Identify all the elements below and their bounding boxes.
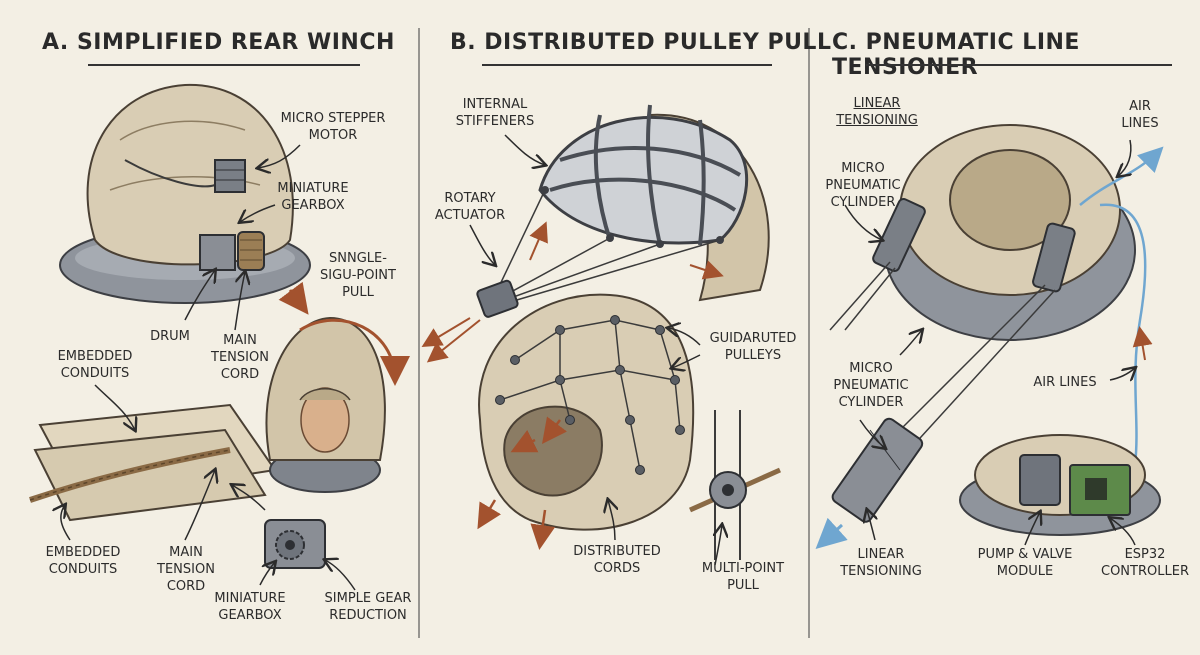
label-linear-tensioning-top: LINEAR TENSIONING — [836, 96, 918, 128]
face-opening-b — [503, 405, 603, 497]
panel-b-title: B. DISTRIBUTED PULLEY PULL — [450, 30, 832, 55]
label-miniature-gearbox-bottom: MINIATURE GEARBOX — [214, 591, 286, 623]
label-embedded-conduits-bottom: EMBEDDED CONDUITS — [45, 545, 121, 577]
label-esp32-controller: ESP32 CONTROLLER — [1101, 547, 1189, 579]
label-single-point-pull: SNNGLE- SIGU-POINT PULL — [320, 251, 396, 300]
drum-a — [237, 231, 265, 271]
label-micro-pneumatic-cylinder-bottom: MICRO PNEUMATIC CYLINDER — [833, 361, 909, 410]
pneumatic-cylinder-top-left — [872, 198, 926, 272]
panel-divider-2 — [808, 28, 810, 638]
panel-a-title: A. SIMPLIFIED REAR WINCH — [42, 30, 395, 55]
panel-b-illustration — [421, 104, 782, 560]
label-distributed-cords: DISTRIBUTED CORDS — [573, 544, 661, 576]
stepper-motor — [214, 159, 246, 193]
pulley-detail — [688, 410, 782, 560]
panel-c-illustration — [815, 124, 1164, 550]
label-linear-tensioning-bottom: LINEAR TENSIONING — [840, 547, 922, 579]
label-micro-stepper-motor: MICRO STEPPER MOTOR — [280, 111, 386, 143]
label-embedded-conduits-top: EMBEDDED CONDUITS — [57, 349, 133, 381]
panel-b-callouts — [469, 134, 722, 566]
label-micro-pneumatic-cylinder-top: MICRO PNEUMATIC CYLINDER — [825, 161, 901, 210]
panel-a-callouts — [61, 144, 356, 591]
label-internal-stiffeners: INTERNAL STIFFENERS — [455, 97, 535, 129]
rotary-actuator — [476, 279, 519, 318]
pneumatic-cylinder-bottom — [831, 417, 924, 523]
label-miniature-gearbox-top: MINIATURE GEARBOX — [277, 181, 349, 213]
label-pump-valve-module: PUMP & VALVE MODULE — [977, 547, 1073, 579]
pump-valve-module — [1019, 454, 1061, 506]
panel-a-illustration — [29, 83, 410, 569]
panel-c-title-underline — [866, 64, 1172, 66]
label-main-tension-cord-top: MAIN TENSION CORD — [211, 333, 269, 382]
gearbox-a — [199, 234, 236, 271]
panel-c-title: C. PNEUMATIC LINE TENSIONER — [832, 30, 1080, 80]
label-drum: DRUM — [150, 329, 190, 344]
label-rotary-actuator: ROTARY ACTUATOR — [434, 191, 506, 223]
label-main-tension-cord-bottom: MAIN TENSION CORD — [157, 545, 215, 594]
panel-c-callouts — [844, 139, 1135, 546]
air-line-long — [1099, 203, 1147, 466]
panel-divider-1 — [418, 28, 420, 638]
air-inlet-arrow — [815, 517, 848, 550]
panel-b-title-underline — [482, 64, 772, 66]
label-air-lines-top: AIR LINES — [1121, 99, 1159, 131]
label-simple-gear-reduction: SIMPLE GEAR REDUCTION — [324, 591, 412, 623]
pneumatic-cylinder-top-right — [1032, 222, 1076, 293]
panel-a-title-underline — [88, 64, 360, 66]
label-multi-point-pull: MULTI-POINT PULL — [701, 561, 785, 593]
rotation-arrow-a — [299, 318, 410, 386]
label-guided-pulleys: GUIDARUTED PULLEYS — [709, 331, 797, 363]
hood-seam-a — [119, 120, 246, 141]
label-air-lines-mid: AIR LINES — [1033, 375, 1097, 390]
tension-cord-a — [124, 159, 216, 188]
